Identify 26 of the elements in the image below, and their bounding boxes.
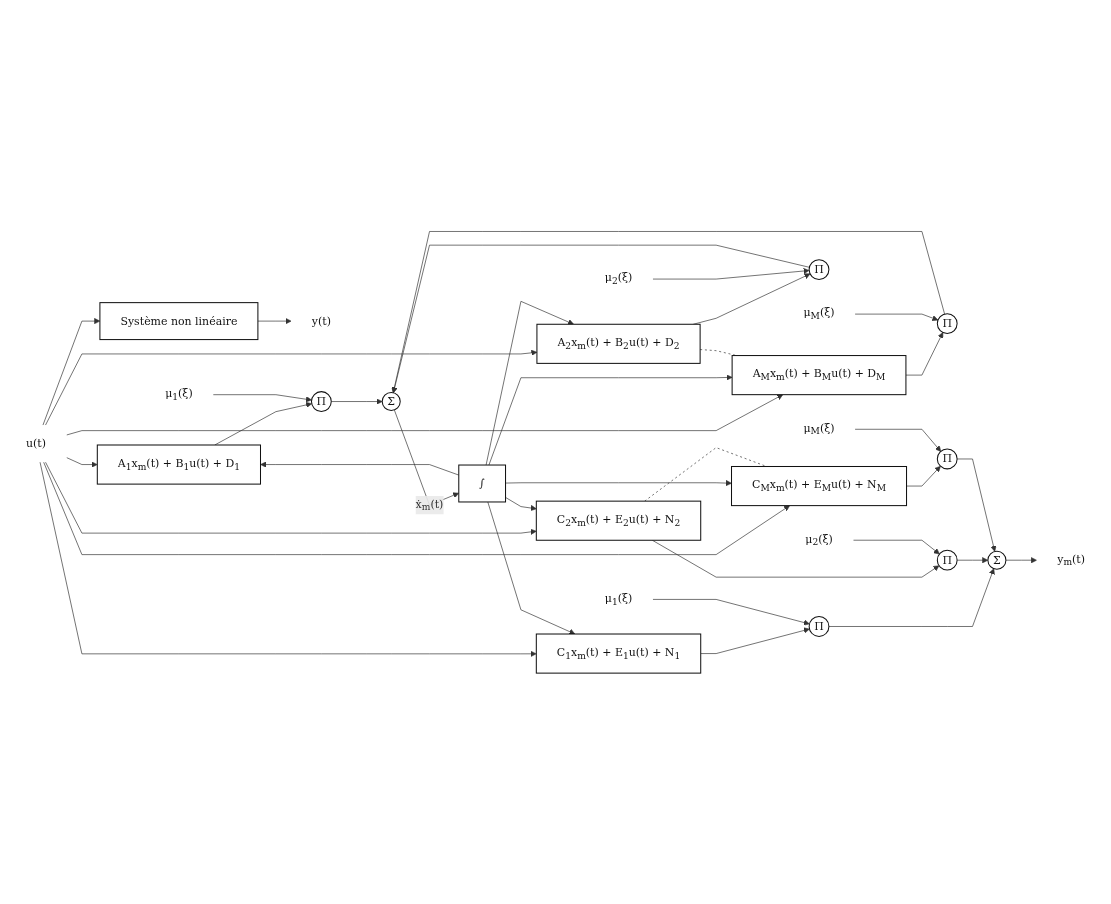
node-box (99, 301, 259, 340)
node-text: u(t) (26, 436, 46, 450)
node-text: y$_{m}$(t) (1057, 551, 1085, 568)
node-box (535, 500, 702, 541)
node-box (96, 444, 261, 485)
node-circle (936, 448, 958, 470)
node-box (458, 464, 507, 503)
block-diagram: ẋ$_{m}$(t) u(t) Système non linéaire y(t) A$_{1}$x$_{m}$(t) + B$_{1}$u(t) + D$_{1}$ A$_{2}$x$_{m}$(t) + B$_{2}$u(t) + D$_{2}$ A$_{M}$x$_{m}$(t) + B$_{M}$u(t) + D$_{M}$ μ$_{1}$(ξ) Π μ$_{2}$(ξ) Π μ$_{M}$(ξ) Π Σ ∫ C$_{1}$x$_{m}$(t) + E$_{1}$u(t) + N$_{1}$ C$_{2}$x$_{m}$(t) + E$_{2}$u(t) + N$_{2}$ C$_{M}$x$_{m}$(t) + E$_{M}$u(t) + N$_{M}$ μ$_{1}$(ξ) Π μ$_{2}$(ξ) Π μ$_{M}$(ξ) Π Σ y$_{m}$(t) (0, 225, 1111, 679)
node-circle (381, 391, 401, 411)
node-text: μ$_{M}$(ξ) (803, 421, 835, 437)
node-text: μ$_{2}$(ξ) (805, 531, 833, 548)
node-circle (936, 549, 958, 571)
node-text: μ$_{1}$(ξ) (604, 591, 633, 607)
node-text: μ$_{M}$(ξ) (803, 305, 835, 322)
node-box (731, 354, 907, 395)
node-text: μ$_{2}$(ξ) (604, 270, 633, 287)
node-text: μ$_{1}$(ξ) (165, 386, 193, 402)
node-circle (310, 390, 332, 412)
node-box (535, 633, 702, 674)
node-circle (936, 312, 958, 334)
node-circle (808, 615, 830, 637)
node-box (731, 465, 908, 506)
node-circle (808, 258, 830, 280)
node-box (536, 323, 701, 364)
node-circle (987, 550, 1007, 570)
node-text: y(t) (311, 313, 331, 327)
